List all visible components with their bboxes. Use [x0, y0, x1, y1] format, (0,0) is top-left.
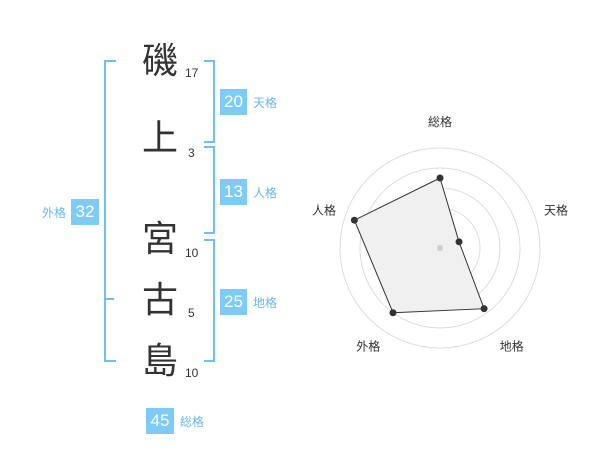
name-char-2: 上 — [142, 118, 179, 159]
chikaku-bracket — [204, 239, 215, 362]
name-char-5: 島 — [142, 341, 179, 382]
radar-axis-label-2: 天格 — [544, 202, 568, 217]
name-char-4: 古 — [142, 280, 179, 321]
radar-point-3 — [480, 305, 488, 313]
gaikaku-bracket-tick — [104, 298, 114, 300]
stroke-count-5: 10 — [185, 366, 199, 380]
radar-area — [353, 177, 485, 314]
tenkaku-value: 20 — [220, 89, 247, 115]
radar-axis-label-3: 地格 — [500, 339, 524, 354]
gaikaku-value: 32 — [71, 199, 99, 225]
radar-point-5 — [350, 216, 358, 224]
radar-point-1 — [436, 174, 444, 182]
tenkaku-bracket — [204, 60, 215, 143]
radar-axis-label-5: 人格 — [312, 202, 336, 217]
soukaku-value: 45 — [146, 408, 174, 434]
radar-center — [437, 245, 443, 251]
radar-ring — [339, 147, 541, 349]
stroke-count-3: 10 — [185, 246, 199, 260]
jinkaku-label: 人格 — [253, 186, 278, 200]
stroke-count-4: 5 — [188, 306, 195, 320]
tenkaku-label: 天格 — [253, 96, 278, 110]
chikaku-label: 地格 — [253, 296, 278, 310]
gaikaku-label: 外格 — [42, 206, 67, 220]
radar-point-4 — [389, 309, 397, 317]
stroke-count-1: 17 — [185, 66, 199, 80]
name-char-3: 宮 — [142, 219, 179, 260]
name-char-1: 磯 — [142, 41, 179, 82]
stroke-count-2: 3 — [188, 146, 195, 160]
chikaku-value: 25 — [220, 289, 247, 315]
radar-axis-label-1: 総格 — [428, 114, 452, 129]
radar-point-2 — [455, 238, 463, 246]
gaikaku-bracket — [104, 60, 116, 362]
radar-ring — [359, 167, 521, 329]
radar-axis-label-4: 外格 — [356, 339, 380, 354]
jinkaku-value: 13 — [220, 179, 247, 205]
jinkaku-bracket — [204, 146, 215, 234]
soukaku-label: 総格 — [180, 415, 205, 429]
